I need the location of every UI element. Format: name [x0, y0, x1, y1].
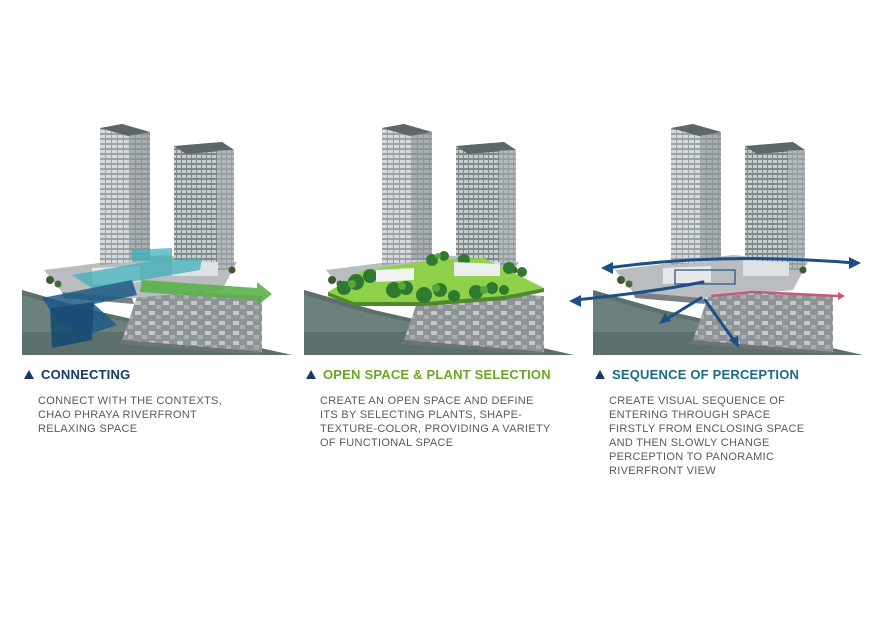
- desc-line: ITS BY SELECTING PLANTS, SHAPE-: [320, 409, 523, 421]
- panel-title: SEQUENCE OF PERCEPTION: [612, 366, 800, 382]
- connecting-diagram: [22, 124, 292, 355]
- panel-description: CREATE VISUAL SEQUENCE OF ENTERING THROU…: [609, 394, 849, 478]
- panel-description: CREATE AN OPEN SPACE AND DEFINE ITS BY S…: [320, 394, 560, 450]
- desc-line: CHAO PHRAYA RIVERFRONT: [38, 409, 197, 421]
- panel-connecting: CONNECTING CONNECT WITH THE CONTEXTS, CH…: [22, 120, 292, 480]
- desc-line: PERCEPTION TO PANORAMIC: [609, 451, 775, 463]
- triangle-bullet-icon: [595, 369, 605, 379]
- panel-description: CONNECT WITH THE CONTEXTS, CHAO PHRAYA R…: [38, 394, 278, 436]
- panel-title: OPEN SPACE & PLANT SELECTION: [323, 366, 551, 382]
- panel-title: CONNECTING: [41, 366, 131, 382]
- desc-line: AND THEN SLOWLY CHANGE: [609, 437, 770, 449]
- desc-line: RIVERFRONT VIEW: [609, 465, 716, 477]
- open-space-diagram: [304, 124, 574, 355]
- sequence-diagram: [569, 124, 863, 355]
- desc-line: RELAXING SPACE: [38, 423, 138, 435]
- desc-line: FIRSTLY FROM ENCLOSING SPACE: [609, 423, 805, 435]
- desc-line: CREATE VISUAL SEQUENCE OF: [609, 395, 786, 407]
- desc-line: CONNECT WITH THE CONTEXTS,: [38, 395, 223, 407]
- desc-line: CREATE AN OPEN SPACE AND DEFINE: [320, 395, 534, 407]
- triangle-bullet-icon: [306, 369, 316, 379]
- desc-line: ENTERING THROUGH SPACE: [609, 409, 771, 421]
- desc-line: TEXTURE-COLOR, PROVIDING A VARIETY: [320, 423, 551, 435]
- triangle-bullet-icon: [24, 369, 34, 379]
- desc-line: OF FUNCTIONAL SPACE: [320, 437, 454, 449]
- panel-open-space: OPEN SPACE & PLANT SELECTION CREATE AN O…: [304, 120, 574, 480]
- panel-sequence: SEQUENCE OF PERCEPTION CREATE VISUAL SEQ…: [569, 120, 863, 480]
